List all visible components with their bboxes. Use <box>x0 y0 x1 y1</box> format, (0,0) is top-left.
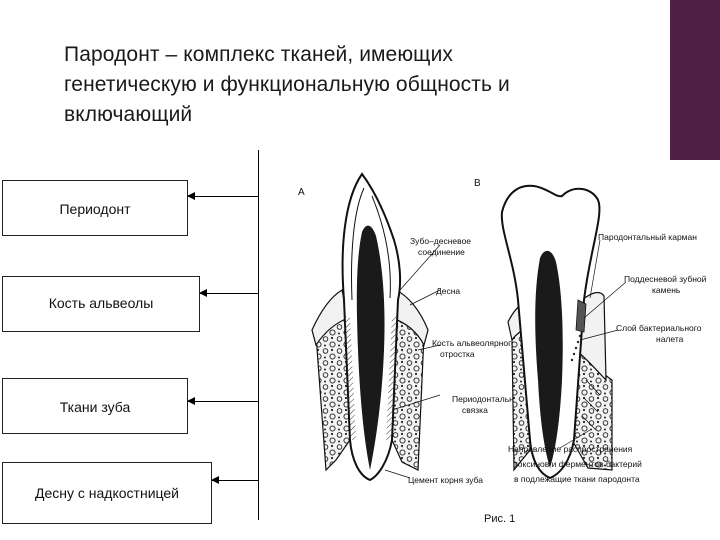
panel-b-pulp <box>535 250 563 468</box>
panel-b-plaque <box>570 334 582 362</box>
a-label-gingiva: Десна <box>436 286 460 296</box>
a-label-bone-1: Кость альвеолярного <box>432 338 516 348</box>
component-box-tooth-tissues: Ткани зуба <box>2 378 188 434</box>
component-label-tooth-tissues: Ткани зуба <box>59 399 131 415</box>
panel-a-leaders <box>384 244 441 479</box>
component-label-periodont: Периодонт <box>59 201 131 217</box>
title-line-3: включающий <box>64 103 193 126</box>
connector-arrow-tooth-tissues <box>187 397 258 405</box>
a-label-ligament-2: связка <box>462 405 488 415</box>
figure-caption: Рис. 1 <box>484 513 515 525</box>
b-label-plaque-2: налета <box>656 334 684 344</box>
connector-line <box>258 150 259 520</box>
b-label-spread-2: токсинов и ферментов бактерий <box>514 459 642 469</box>
b-label-spread-1: Направление распространения <box>508 444 633 454</box>
title-line-2: генетическую и функциональную общность и <box>64 73 510 96</box>
b-label-calculus-1: Поддесневой зубной <box>624 274 707 284</box>
connector-arrow-alveolar-bone <box>199 289 258 297</box>
component-label-alveolar-bone: Кость альвеолы <box>48 295 154 311</box>
a-label-junction-2: соединение <box>418 247 465 257</box>
title-line-1: Пародонт – комплекс тканей, имеющих <box>64 43 453 66</box>
b-label-calculus-2: камень <box>652 285 681 295</box>
component-box-gingiva: Десну с надкостницей <box>2 462 212 524</box>
a-label-cementum: Цемент корня зуба <box>408 475 483 485</box>
a-label-junction-1: Зубо–десневое <box>410 236 471 246</box>
accent-bar <box>670 0 720 160</box>
a-label-bone-2: отростка <box>440 349 475 359</box>
connector-arrow-gingiva <box>211 476 258 484</box>
slide-title: Пародонт – комплекс тканей, имеющих гене… <box>64 40 664 130</box>
panel-b-leaders <box>559 239 627 449</box>
a-label-ligament-1: Периодонтальная <box>452 394 524 404</box>
panel-a-letter: А <box>298 187 305 198</box>
component-box-periodont: Периодонт <box>2 180 188 236</box>
panel-a-ligament <box>344 316 356 440</box>
panel-b-letter: В <box>474 178 481 189</box>
panel-a-pulp <box>356 225 385 470</box>
panel-b-toxin-arrows <box>581 379 601 431</box>
panel-b-calculus <box>575 299 587 333</box>
b-label-plaque-1: Слой бактериального <box>616 323 702 333</box>
component-label-gingiva: Десну с надкостницей <box>35 485 179 501</box>
connector-arrow-periodont <box>187 192 258 200</box>
b-label-spread-3: в подлежащие ткани пародонта <box>514 474 640 484</box>
component-box-alveolar-bone: Кость альвеолы <box>2 276 200 332</box>
panel-a-gingiva-right <box>391 289 429 347</box>
b-label-pocket: Пародонтальный карман <box>598 232 697 242</box>
